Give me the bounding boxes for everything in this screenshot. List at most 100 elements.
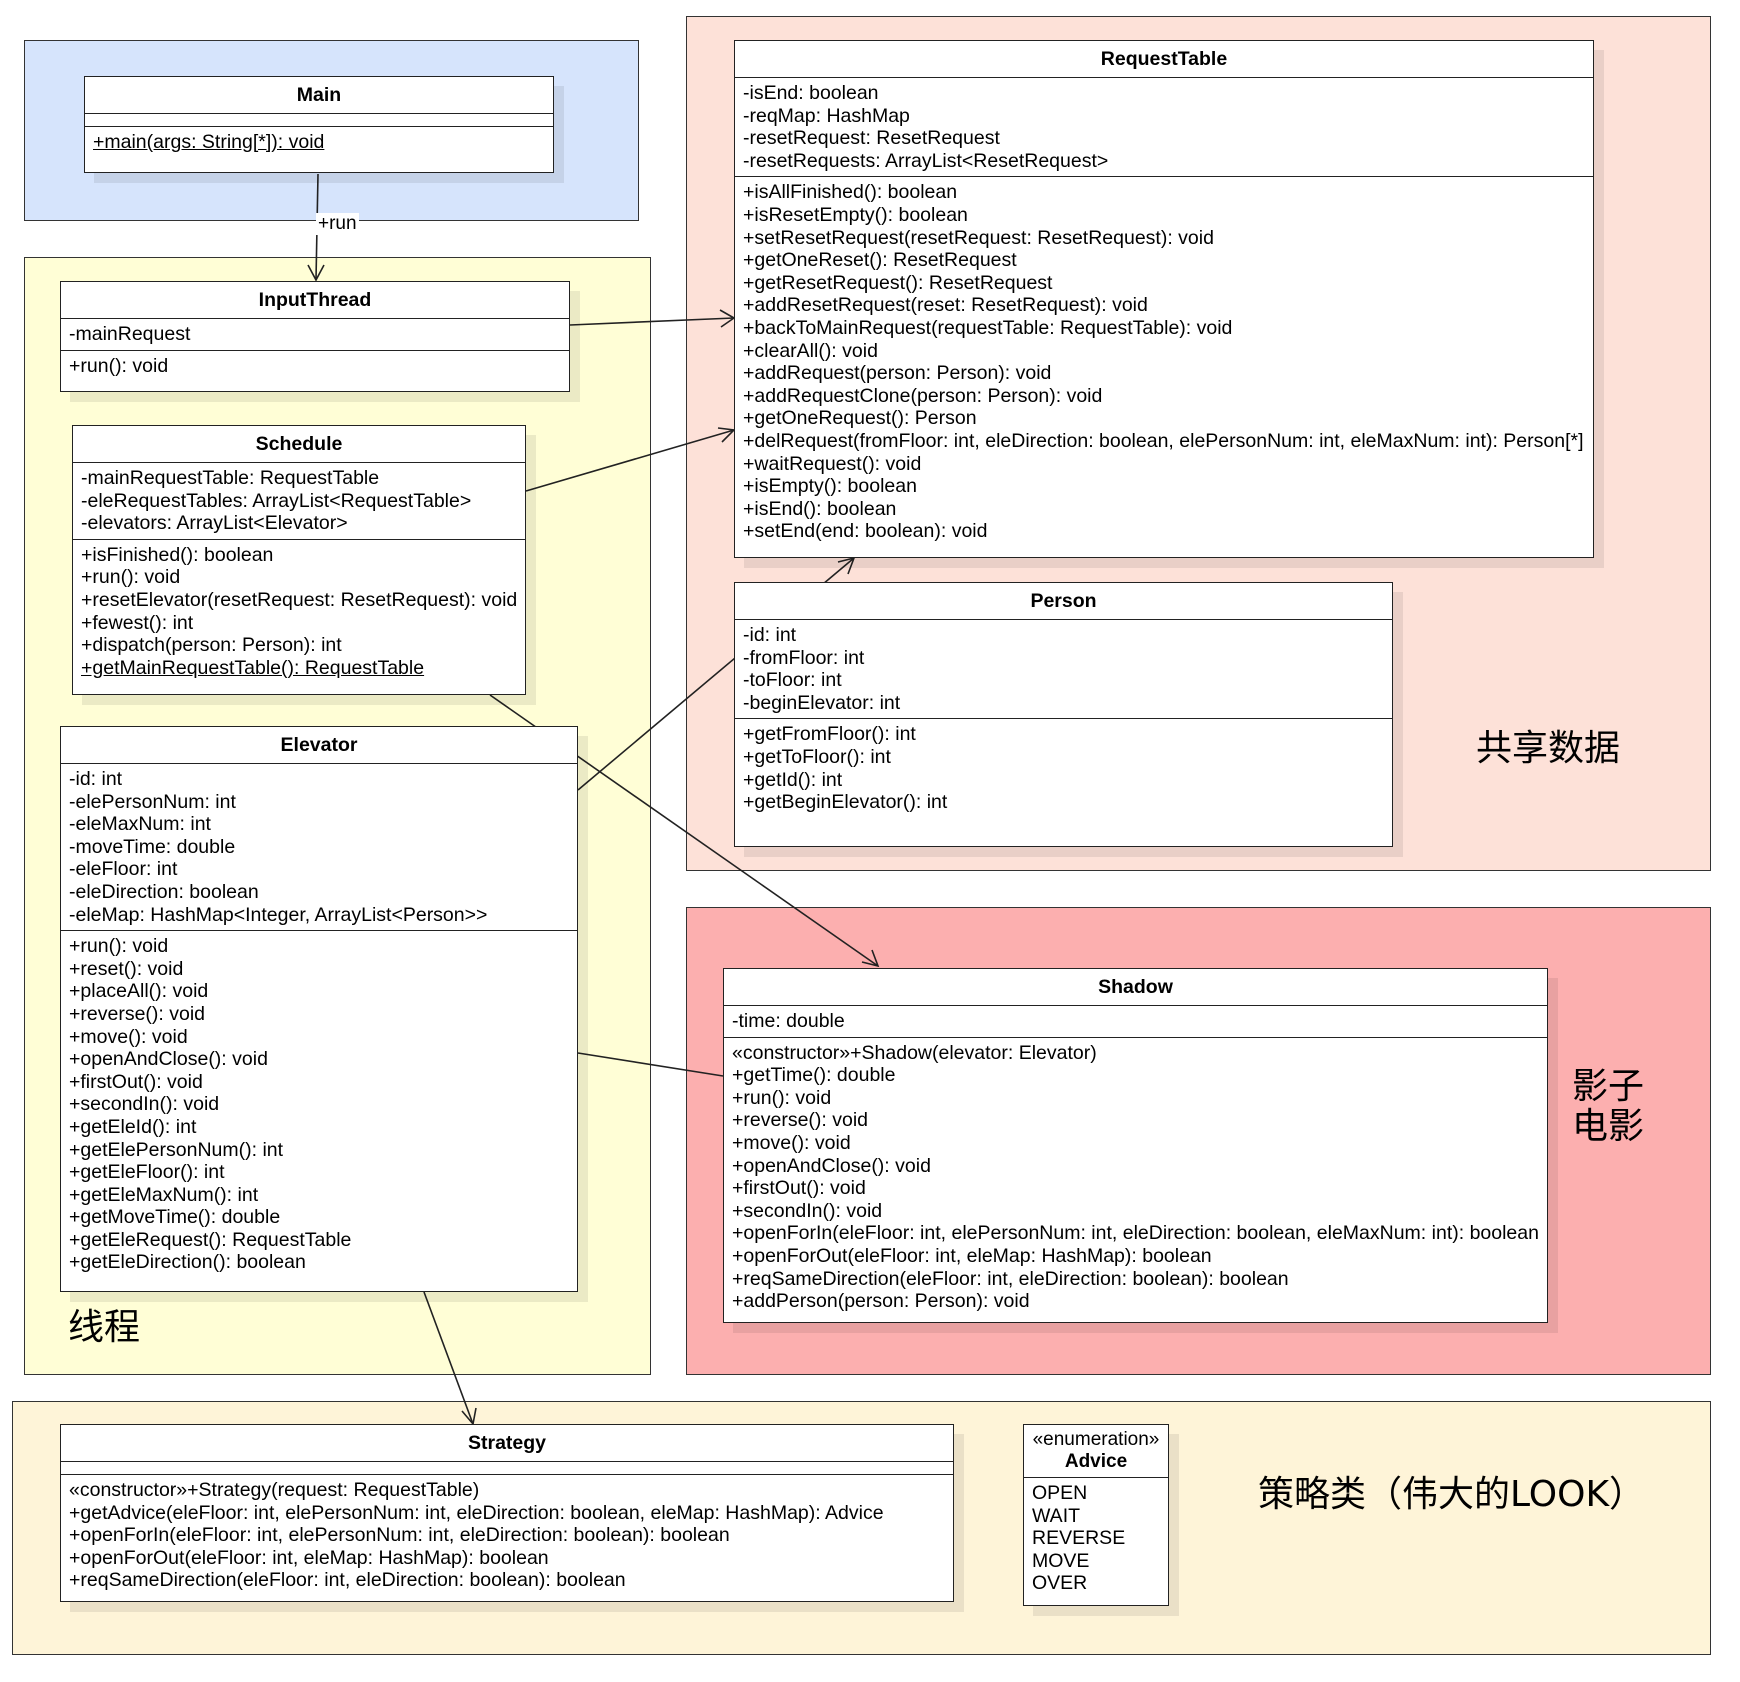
class-requesttable[interactable]: RequestTable -isEnd: boolean -reqMap: Ha… bbox=[734, 40, 1594, 558]
operation: +openAndClose(): void bbox=[69, 1048, 268, 1071]
class-elevator-attributes: -id: int -elePersonNum: int -eleMaxNum: … bbox=[61, 764, 577, 932]
class-strategy[interactable]: Strategy «constructor»+Strategy(request:… bbox=[60, 1424, 954, 1602]
class-shadow-attributes: -time: double bbox=[724, 1006, 1547, 1038]
attribute: -id: int bbox=[69, 768, 123, 790]
operation: +getResetRequest(): ResetRequest bbox=[743, 271, 1053, 294]
shared-data-region-label: 共享数据 bbox=[1476, 728, 1621, 769]
operation: +getElePersonNum(): int bbox=[69, 1138, 284, 1161]
attribute: -mainRequestTable: RequestTable bbox=[81, 467, 380, 489]
edge-elevator-shadow bbox=[577, 1052, 724, 1077]
class-person-attributes: -id: int -fromFloor: int -toFloor: int -… bbox=[735, 620, 1392, 720]
attribute: -eleDirection: boolean bbox=[69, 880, 259, 903]
class-schedule-operations: +isFinished(): boolean +run(): void +res… bbox=[73, 540, 525, 684]
class-shadow-operations: «constructor»+Shadow(elevator: Elevator)… bbox=[724, 1038, 1547, 1317]
arrowhead-schedule-requesttable bbox=[717, 427, 736, 443]
operation: +dispatch(person: Person): int bbox=[81, 634, 342, 657]
operation: +getId(): int bbox=[743, 768, 843, 791]
attribute: -fromFloor: int bbox=[743, 646, 865, 669]
class-strategy-operations: «constructor»+Strategy(request: RequestT… bbox=[61, 1475, 953, 1596]
class-shadow[interactable]: Shadow -time: double «constructor»+Shado… bbox=[723, 968, 1548, 1323]
operation: +openForIn(eleFloor: int, elePersonNum: … bbox=[732, 1222, 1539, 1245]
class-schedule-attributes: -mainRequestTable: RequestTable -eleRequ… bbox=[73, 463, 525, 540]
operation: +isEmpty(): boolean bbox=[743, 475, 917, 498]
attribute: -eleMap: HashMap<Integer, ArrayList<Pers… bbox=[69, 903, 488, 926]
operation: +getOneRequest(): Person bbox=[743, 407, 977, 430]
attribute: -eleRequestTables: ArrayList<RequestTabl… bbox=[81, 489, 472, 512]
operation: +getEleDirection(): boolean bbox=[69, 1251, 306, 1274]
enum-literal: REVERSE bbox=[1032, 1527, 1126, 1550]
class-schedule[interactable]: Schedule -mainRequestTable: RequestTable… bbox=[72, 425, 526, 695]
enum-stereotype: «enumeration» bbox=[1032, 1429, 1160, 1450]
enum-literal: OVER bbox=[1032, 1572, 1088, 1595]
class-inputthread-operations: +run(): void bbox=[61, 351, 569, 382]
operation: +addPerson(person: Person): void bbox=[732, 1290, 1030, 1313]
operation: +secondIn(): void bbox=[732, 1199, 883, 1222]
operation: +getToFloor(): int bbox=[743, 745, 891, 768]
class-requesttable-name: RequestTable bbox=[735, 41, 1593, 78]
attribute: -reqMap: HashMap bbox=[743, 104, 910, 127]
attribute: -resetRequest: ResetRequest bbox=[743, 127, 1000, 150]
enum-advice[interactable]: «enumeration» Advice OPEN WAIT REVERSE M… bbox=[1023, 1424, 1169, 1606]
class-main[interactable]: Main +main(args: String[*]): void bbox=[84, 76, 554, 173]
operation: +getBeginElevator(): int bbox=[743, 791, 948, 814]
operation: +isAllFinished(): boolean bbox=[743, 181, 958, 204]
enum-literal: OPEN bbox=[1032, 1482, 1088, 1504]
edge-inputthread-to-requesttable bbox=[569, 317, 735, 326]
arrowhead-main-inputthread bbox=[307, 264, 325, 282]
operation: +addResetRequest(reset: ResetRequest): v… bbox=[743, 294, 1148, 317]
operation: +isEnd(): boolean bbox=[743, 497, 897, 520]
strategy-region-label: 策略类（伟大的LOOK） bbox=[1258, 1474, 1646, 1515]
class-main-attributes bbox=[85, 114, 553, 127]
arrowhead-elevator-requesttable bbox=[837, 556, 856, 575]
operation: +reqSameDirection(eleFloor: int, eleDire… bbox=[732, 1267, 1289, 1290]
enum-advice-literals: OPEN WAIT REVERSE MOVE OVER bbox=[1024, 1478, 1168, 1599]
attribute: -toFloor: int bbox=[743, 669, 842, 692]
class-strategy-name: Strategy bbox=[61, 1425, 953, 1462]
class-elevator[interactable]: Elevator -id: int -elePersonNum: int -el… bbox=[60, 726, 578, 1292]
operation: +getFromFloor(): int bbox=[743, 723, 916, 746]
arrowhead-elevator-strategy bbox=[461, 1407, 477, 1426]
attribute: -eleMaxNum: int bbox=[69, 813, 211, 836]
class-requesttable-operations: +isAllFinished(): boolean +isResetEmpty(… bbox=[735, 177, 1593, 547]
operation: +openForOut(eleFloor: int, eleMap: HashM… bbox=[732, 1244, 1212, 1267]
operation: +resetElevator(resetRequest: ResetReques… bbox=[81, 588, 518, 611]
edge-label-run: +run bbox=[316, 213, 359, 235]
operation: +reverse(): void bbox=[69, 1002, 206, 1025]
attribute: -elePersonNum: int bbox=[69, 790, 236, 813]
edge-elevator-to-strategy bbox=[423, 1291, 474, 1425]
operation: +addRequest(person: Person): void bbox=[743, 362, 1052, 385]
attribute: -id: int bbox=[743, 624, 797, 646]
operation: +main(args: String[*]): void bbox=[93, 131, 325, 153]
shadow-region-label-line1: 影子 bbox=[1572, 1066, 1645, 1107]
operation: +run(): void bbox=[81, 566, 181, 589]
enum-advice-name: Advice bbox=[1064, 1451, 1128, 1472]
attribute: -moveTime: double bbox=[69, 835, 236, 858]
operation: +reverse(): void bbox=[732, 1109, 869, 1132]
class-elevator-name: Elevator bbox=[61, 727, 577, 764]
class-inputthread-attributes: -mainRequest bbox=[61, 319, 569, 351]
attribute: -isEnd: boolean bbox=[743, 82, 879, 104]
attribute: -mainRequest bbox=[69, 323, 191, 345]
operation: +firstOut(): void bbox=[732, 1177, 866, 1200]
operation: +firstOut(): void bbox=[69, 1070, 203, 1093]
operation: +isResetEmpty(): boolean bbox=[743, 203, 968, 226]
attribute: -beginElevator: int bbox=[743, 691, 901, 714]
class-elevator-operations: +run(): void +reset(): void +placeAll():… bbox=[61, 931, 577, 1278]
class-schedule-name: Schedule bbox=[73, 426, 525, 463]
operation: +openAndClose(): void bbox=[732, 1154, 931, 1177]
class-person[interactable]: Person -id: int -fromFloor: int -toFloor… bbox=[734, 582, 1393, 847]
shadow-region-label-line2: 电影 bbox=[1572, 1106, 1645, 1147]
operation: +run(): void bbox=[69, 354, 169, 377]
arrowhead-schedule-shadow bbox=[861, 949, 880, 968]
attribute: -elevators: ArrayList<Elevator> bbox=[81, 512, 348, 535]
attribute: -resetRequests: ArrayList<ResetRequest> bbox=[743, 149, 1109, 172]
operation: +delRequest(fromFloor: int, eleDirection… bbox=[743, 429, 1584, 452]
operation: +isFinished(): boolean bbox=[81, 543, 274, 566]
operation: +placeAll(): void bbox=[69, 980, 209, 1003]
class-inputthread[interactable]: InputThread -mainRequest +run(): void bbox=[60, 281, 570, 392]
operation: +getMainRequestTable(): RequestTable bbox=[81, 656, 425, 679]
class-strategy-attributes bbox=[61, 1462, 953, 1475]
operation: +fewest(): int bbox=[81, 611, 194, 634]
operation: +clearAll(): void bbox=[743, 339, 878, 362]
operation: +getEleFloor(): int bbox=[69, 1161, 225, 1184]
